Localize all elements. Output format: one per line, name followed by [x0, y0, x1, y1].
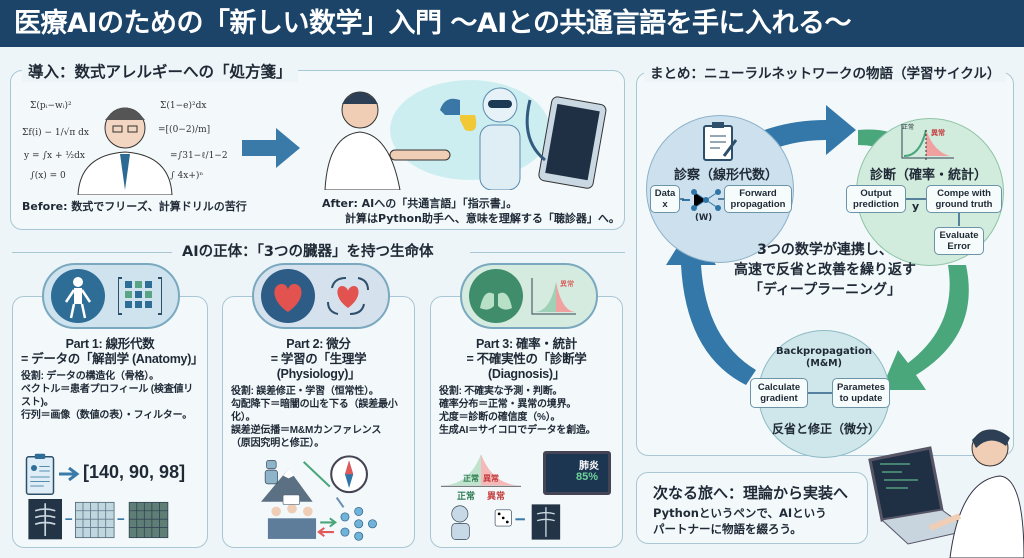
part1-illustrations: [140, 90, 98] — [21, 453, 199, 541]
distribution-chart-icon — [901, 124, 954, 160]
svg-text:∫ 4x+)ⁿ: ∫ 4x+)ⁿ — [170, 170, 203, 181]
diagnosis-label: 肺炎 — [579, 461, 599, 472]
distribution-icon: 異常 — [531, 278, 576, 315]
part3-line: 尤度＝診断の確信度（%）。 — [439, 412, 561, 423]
before-caption: Before: 数式でフリーズ、計算ドリルの苦行 — [22, 200, 247, 213]
svg-text:y = ∫x + ½dx: y = ∫x + ½dx — [23, 150, 85, 161]
part3-text: Part 3: 確率・統計 = 不確実性の「診断学 (Diagnosis)」 役… — [439, 337, 614, 437]
normal-abnormal-curve — [441, 454, 521, 487]
part2-line: 誤差逆伝播＝M&Mカンファレンス — [231, 425, 382, 436]
forward-propagation-box: Forward propagation — [724, 185, 792, 213]
doctor-coding-illustration — [868, 429, 1024, 558]
y-label: y — [912, 200, 920, 213]
parameters-update-box: Parametes to update — [832, 378, 890, 408]
doctor-robot-handshake-illustration — [324, 80, 607, 190]
diagnosis-title: 診断（確率・統計） — [870, 168, 988, 183]
vector-example: [140, 90, 98] — [83, 462, 186, 482]
xray-to-matrix-illustration — [28, 499, 169, 540]
backprop-sub: (M&M) — [806, 358, 842, 369]
output-prediction-box: Output prediction — [846, 185, 906, 213]
part3-title: Part 3: 確率・統計 — [476, 337, 577, 351]
lungs-icon — [469, 269, 523, 323]
arrow-right-icon — [59, 467, 80, 481]
cycle-center-text: 3つの数学が連携し、 高速で反省と改善を繰り返す 「ディープラーニング」 — [720, 240, 930, 300]
calculate-gradient-box: Calculate gradient — [750, 378, 808, 408]
part3-line: 確率分布＝正常・異常の境界。 — [439, 399, 577, 410]
svg-text:∫(x) = 0: ∫(x) = 0 — [30, 170, 66, 181]
backprop-caption: 反省と修正（微分） — [772, 422, 881, 436]
svg-text:=[(0−2)/m]: =[(0−2)/m] — [158, 124, 210, 135]
part3-line: 役割: 不確実な予測・判断。 — [439, 386, 563, 397]
svg-text:Σ(1−e)²dx: Σ(1−e)²dx — [160, 100, 206, 111]
abnormal-axis-label: 異常 — [487, 491, 506, 501]
part3-line: 生成AI＝サイコロでデータを創造。 — [439, 425, 596, 436]
heart-organ-icon — [261, 269, 315, 323]
after-caption-line2: 計算はPython助手へ、意味を理解する「聴診器」へ。 — [345, 212, 620, 225]
summary-title: まとめ：ニューラルネットワークの物語（学習サイクル） — [644, 62, 1007, 82]
svg-text:=∫31−ℓ/1−2: =∫31−ℓ/1−2 — [170, 151, 228, 161]
center-line: 3つの数学が連携し、 — [757, 242, 893, 258]
part2-line: 役割: 誤差修正・学習（恒常性）。 — [231, 386, 379, 397]
gradient-descent-illustration — [261, 455, 377, 541]
part1-line: ベクトル＝患者プロフィール (検査値リスト)。 — [21, 384, 194, 408]
evaluate-error-box: Evaluate Error — [934, 227, 984, 255]
next-panel — [636, 472, 868, 544]
abnormal-label: 異常 — [483, 474, 499, 483]
next-title: 次なる旅へ：理論から実装へ — [653, 484, 849, 502]
part2-card: Part 2: 微分 = 学習の「生理学 (Physiology)」 役割: 誤… — [222, 296, 415, 548]
backprop-title: Backpropagation — [776, 346, 872, 357]
intro-title: 導入：数式アレルギーへの「処方箋」 — [22, 60, 298, 82]
center-line: 高速で反省と改善を繰り返す — [734, 262, 916, 278]
normal-mini-label: 正常 — [902, 124, 915, 131]
normal-label: 正常 — [463, 474, 479, 483]
part1-title: Part 1: 線形代数 — [65, 337, 155, 351]
clipboard-icon — [703, 122, 738, 161]
part1-card: Part 1: 線形代数 = データの「解剖学 (Anatomy)」 役割: デ… — [12, 296, 208, 548]
svg-text:Σ(pᵢ−wᵢ)²: Σ(pᵢ−wᵢ)² — [30, 100, 72, 111]
center-line: 「ディープラーニング」 — [748, 282, 902, 298]
part2-line: 勾配降下＝暗闇の山を下る（誤差最小化）。 — [231, 399, 398, 423]
part2-title: Part 2: 微分 — [286, 337, 351, 351]
part2-subtitle: = 学習の「生理学 (Physiology)」 — [270, 352, 367, 381]
matrix-icon — [118, 277, 162, 315]
homeostasis-cycle-icon — [327, 277, 369, 315]
part3-card: Part 3: 確率・統計 = 不確実性の「診断学 (Diagnosis)」 役… — [430, 296, 623, 548]
network-weights-icon — [682, 189, 721, 211]
normal-axis-label: 正常 — [457, 491, 476, 501]
diagnosis-monitor — [543, 451, 611, 495]
next-line1: Pythonというペンで、AIという — [653, 506, 827, 520]
organs-title: AIの正体：「3つの臓器」を持つ生命体 — [176, 240, 440, 261]
skeleton-icon — [51, 269, 105, 323]
data-x-box: Data x — [650, 185, 680, 213]
confidence-value: 85% — [576, 471, 599, 483]
part2-illustrations — [231, 455, 406, 541]
part2-text: Part 2: 微分 = 学習の「生理学 (Physiology)」 役割: 誤… — [231, 337, 406, 450]
patient-chart-icon — [25, 453, 55, 495]
part1-line: 行列＝画像（数値の表）・フィルター。 — [21, 410, 193, 421]
next-line2: パートナーに物語を綴ろう。 — [653, 522, 802, 536]
part3-illustrations: 正常 異常 正常 異常 肺炎 85% — [439, 451, 614, 541]
robot-dice-xray-illustration — [451, 504, 561, 540]
svg-text:Σf(i) − 1/√π dx: Σf(i) − 1/√π dx — [22, 127, 89, 138]
stressed-doctor-illustration: Σ(pᵢ−wᵢ)² Σf(i) − 1/√π dx y = ∫x + ½dx ∫… — [22, 100, 228, 195]
after-caption-line1: After: AIへの「共通言語」「指示書」。 — [322, 197, 518, 210]
abnormal-mini-label: 異常 — [931, 129, 945, 137]
part3-subtitle: = 不確実性の「診断学 (Diagnosis)」 — [466, 352, 587, 381]
svg-text:異常: 異常 — [560, 279, 574, 288]
arrow-right-icon — [242, 128, 300, 168]
part1-subtitle: = データの「解剖学 (Anatomy)」 — [21, 352, 204, 366]
page-title: 医療AIのための「新しい数学」入門 〜AIとの共通言語を手に入れる〜 — [0, 0, 1024, 47]
exam-title: 診察（線形代数） — [674, 168, 779, 183]
compare-ground-truth-box: Compe with ground truth — [926, 185, 1002, 213]
part1-text: Part 1: 線形代数 = データの「解剖学 (Anatomy)」 役割: デ… — [21, 337, 204, 422]
part2-line: （原因究明と修正）。 — [231, 438, 324, 449]
part1-line: 役割: データの構造化（骨格）。 — [21, 371, 159, 382]
divider — [12, 252, 172, 253]
divider — [470, 252, 625, 253]
weights-label: (W) — [695, 213, 713, 223]
